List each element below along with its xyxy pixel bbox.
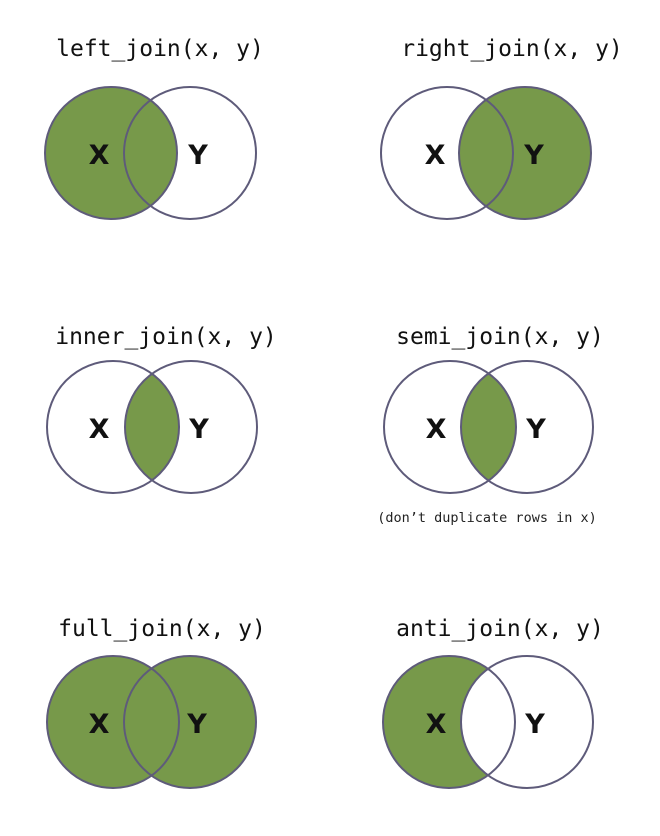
x-circle-outline [46,360,180,494]
venn-diagram: X Y [380,86,592,220]
semi-join-note: (don’t duplicate rows in x) [377,510,596,526]
intersection-fill [125,361,179,493]
x-set-label: X [426,414,447,445]
y-set-label: Y [524,709,545,740]
y-circle-outline [123,86,257,220]
panel-title: semi_join(x, y) [396,324,604,350]
x-set-label: X [89,414,110,445]
x-circle-outline [382,655,516,789]
x-circle-outline [380,86,514,220]
y-set-label: Y [525,414,546,445]
x-circle-outline [383,360,517,494]
y-circle-fill [124,656,256,788]
panel-full-join: full_join(x, y) X Y [46,616,266,789]
x-set-label: X [426,709,447,740]
y-circle-outline [460,655,594,789]
y-circle-outline [124,360,258,494]
x-set-label: X [89,140,110,171]
panel-title: inner_join(x, y) [55,324,277,350]
y-set-label: Y [188,414,209,445]
panel-anti-join: anti_join(x, y) X Y [382,616,604,789]
panel-inner-join: inner_join(x, y) X Y [46,324,277,494]
panel-left-join: left_join(x, y) X Y [44,36,264,220]
panel-title: anti_join(x, y) [396,616,604,642]
y-set-label: Y [186,709,207,740]
y-circle-outline [123,655,257,789]
y-set-label: Y [187,140,208,171]
venn-diagram: X Y [44,86,257,220]
intersection-fill [461,361,516,493]
y-circle-outline [458,86,592,220]
y-circle-outline [460,360,594,494]
panel-right-join: right_join(x, y) X Y [380,36,623,220]
x-circle-outline [44,86,178,220]
panel-semi-join: semi_join(x, y) X Y (don’t duplicate row… [377,324,604,526]
venn-diagram: X Y [383,360,594,494]
x-circle-fill [45,87,177,219]
x-circle-outline [46,655,180,789]
panel-title: right_join(x, y) [401,36,623,62]
x-set-label: X [425,140,446,171]
venn-diagram: X Y [46,360,258,494]
y-circle-fill [459,87,591,219]
venn-diagram: X Y [382,655,594,789]
panel-title: left_join(x, y) [56,36,264,62]
intersection-cutout [461,656,593,788]
venn-diagram: X Y [46,655,257,789]
panel-title: full_join(x, y) [58,616,266,642]
x-set-label: X [89,709,110,740]
y-set-label: Y [523,140,544,171]
